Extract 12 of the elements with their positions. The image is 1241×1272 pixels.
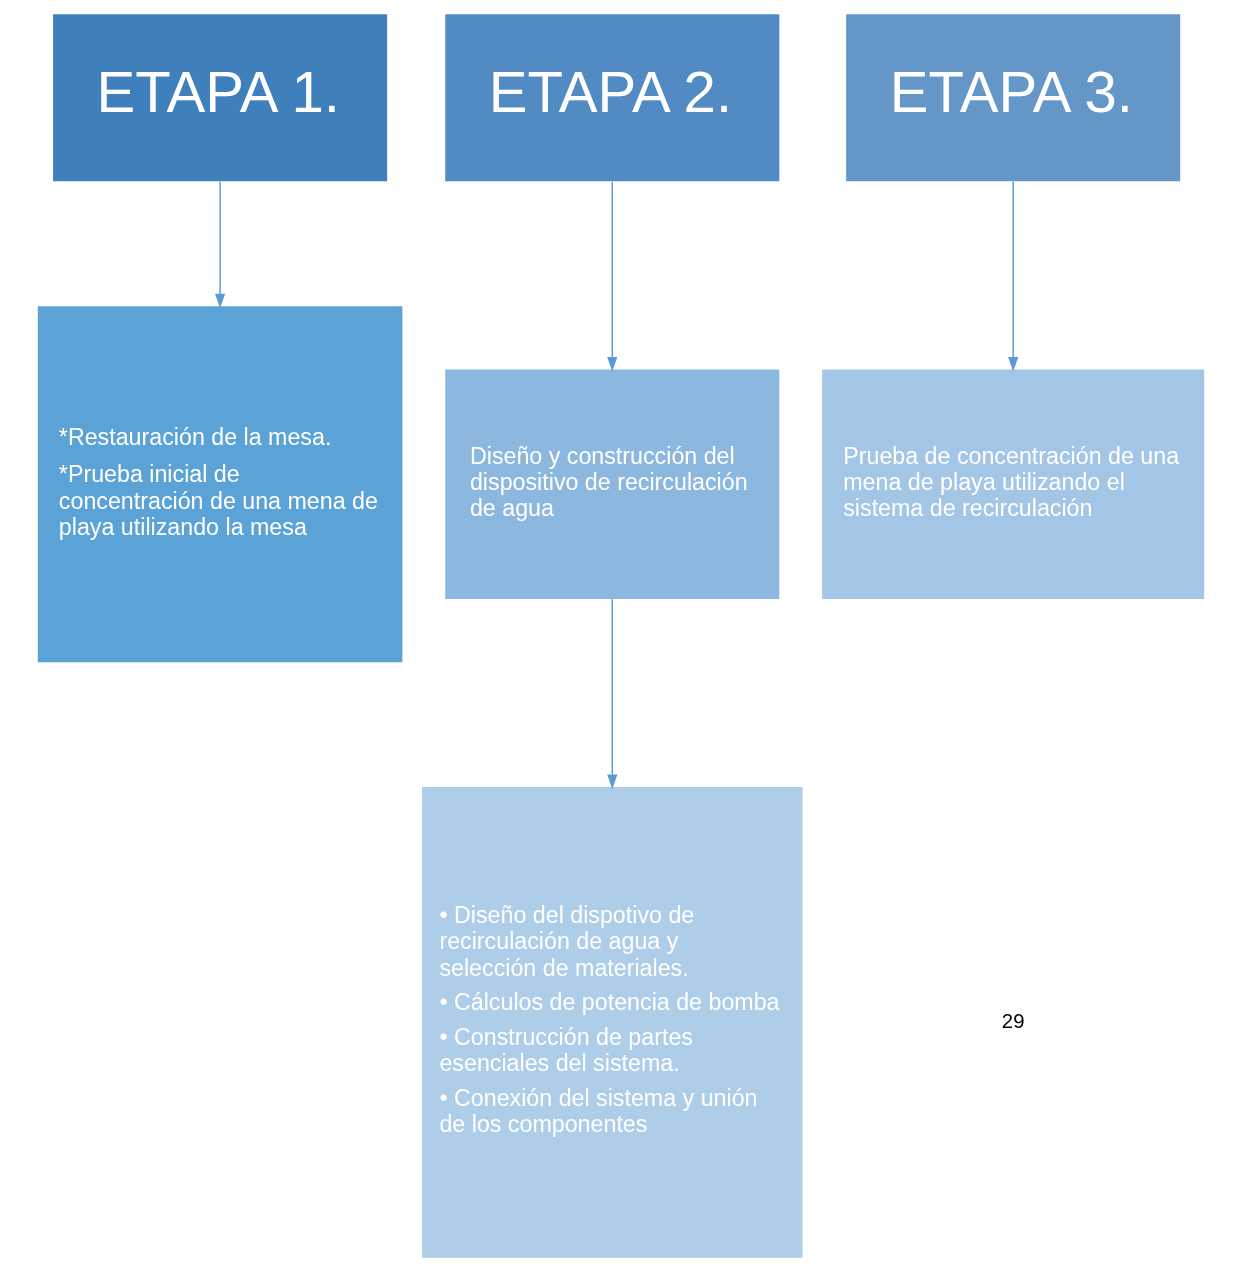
node-box: Prueba de concentración de una mena de playa utilizando el sistema de recirculación <box>821 369 1204 599</box>
node-box: ETAPA 3. <box>845 14 1180 182</box>
node-box: *Restauración de la mesa. *Prueba inicial de concentración de una mena de playa utilizando la mesa <box>37 306 402 663</box>
arrow <box>1007 180 1018 372</box>
node-box: ETAPA 2. <box>444 14 779 182</box>
node-box: ETAPA 1. <box>52 14 387 182</box>
node-box: • Diseño del dispotivo de recirculación de agua y selección de materiales. • Cálculos de potencia de bomba • Construcción de partes esenciales del sistema. • Conexión del sistema y unión de los componentes <box>421 787 803 1258</box>
arrow <box>606 180 617 372</box>
arrow <box>214 180 225 309</box>
node-box: Diseño y construcción del dispositivo de recirculación de agua <box>444 369 779 599</box>
arrow <box>606 598 617 790</box>
label: 29 <box>1001 1009 1024 1032</box>
